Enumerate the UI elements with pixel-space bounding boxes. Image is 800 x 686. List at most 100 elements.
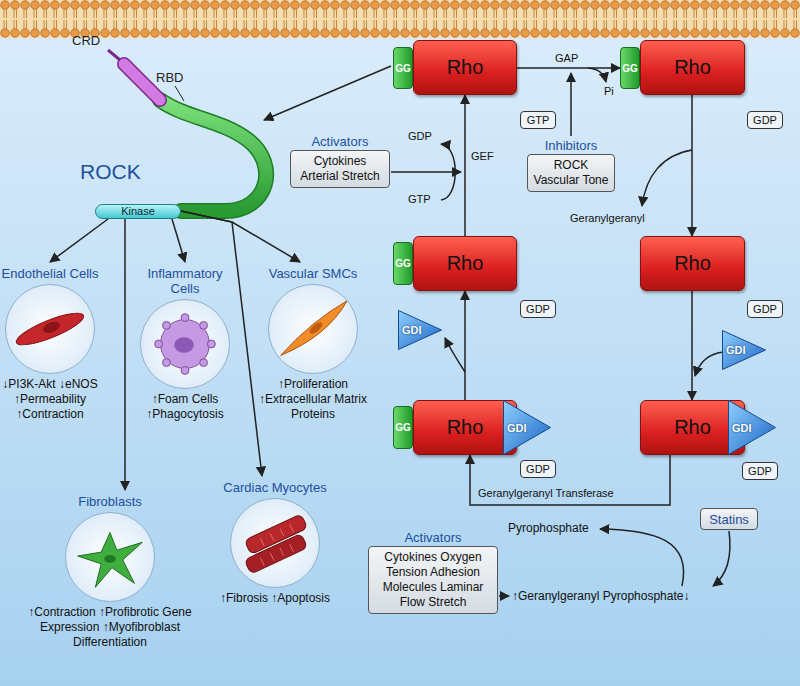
cell-circle [5, 284, 95, 374]
nucleotide-tag: GDP [520, 460, 556, 478]
label-text: GTP [408, 193, 431, 205]
cell-circle [65, 512, 155, 602]
cell-illustration [269, 285, 357, 373]
cell-effects: ↑Foam Cells ↑Phagocytosis [135, 392, 235, 422]
domain-label: Kinase [121, 206, 155, 217]
rho-protein: Rho [640, 236, 745, 291]
drug-name: Statins [709, 512, 749, 527]
gdi-label: GDI [402, 323, 422, 337]
label-text: Pi [604, 85, 614, 97]
reaction-arrow [464, 95, 466, 236]
protein-name: Rho [674, 252, 711, 275]
factor-group: InhibitorsROCK Vascular Tone [527, 138, 615, 192]
anchor-label: GG [395, 63, 411, 74]
rho-protein: Rho [413, 400, 517, 455]
nucleotide-tag: GDP [520, 300, 556, 318]
label-text: RBD [156, 70, 183, 85]
geranylgeranyl-anchor: GG [393, 242, 413, 285]
cell-effects: ↑Proliferation ↑Extracellular Matrix Pro… [258, 377, 368, 422]
gdi-triangle: GDI [503, 400, 551, 455]
label-text: CRD [72, 33, 100, 48]
cell-effects: ↑Contraction ↑Profibrotic Gene Expressio… [10, 605, 210, 650]
nucleotide-tag: GTP [520, 111, 556, 129]
cell-circle [268, 284, 358, 374]
group-heading: Inhibitors [527, 138, 615, 154]
rho-protein: Rho [413, 236, 517, 291]
edge-label: Geranylgeranyl Transferase [478, 487, 614, 499]
nucleotide-tag: GDP [747, 300, 783, 318]
reaction-arrow [470, 455, 670, 505]
cell-illustration [6, 285, 94, 373]
gdi-label: GDI [726, 343, 746, 357]
cell-heading: Cardiac Myocytes [215, 480, 335, 495]
reaction-arrow [50, 219, 108, 262]
label-text: GDP [408, 130, 432, 142]
anchor-label: GG [395, 258, 411, 269]
nucleotide-label: GTP [527, 114, 550, 126]
factor-group: ActivatorsCytokines Arterial Stretch [290, 134, 390, 188]
cell-heading: Vascular SMCs [258, 266, 368, 281]
protein-name: Rho [674, 416, 711, 439]
geranylgeranyl-anchor: GG [620, 47, 640, 89]
reaction-arrow [691, 291, 693, 400]
gdi-label: GDI [732, 421, 752, 435]
nucleotide-tag: GDP [742, 462, 778, 480]
cell-type: Fibroblasts ↑Contraction ↑Profibrotic Gen… [10, 490, 210, 650]
rho-protein: Rho [640, 40, 745, 95]
reaction-arrow [464, 291, 466, 400]
group-heading: Activators [290, 134, 390, 150]
cell-illustration [141, 300, 229, 388]
anchor-label: GG [622, 63, 638, 74]
edge-label: GAP [555, 52, 578, 64]
cell-effects: ↑Fibrosis ↑Apoptosis [215, 591, 335, 606]
label-text: Pyrophosphate [508, 521, 589, 535]
edge-label: GEF [471, 150, 494, 162]
nucleotide-label: GDP [748, 465, 772, 477]
reaction-arrow [181, 211, 300, 262]
cell-heading: Inflammatory Cells [135, 266, 235, 296]
factor-box: Cytokines Arterial Stretch [290, 150, 390, 188]
nucleotide-label: GDP [753, 303, 777, 315]
nucleotide-tag: GDP [747, 111, 783, 129]
reaction-arrow [124, 219, 126, 490]
geranylgeranyl-anchor: GG [393, 47, 413, 89]
cell-membrane [0, 0, 800, 38]
factor-box: Cytokines Oxygen Tension Adhesion Molecu… [368, 546, 498, 614]
label-text: ROCK [80, 160, 141, 184]
cell-circle [230, 498, 320, 588]
leader-lines [175, 66, 730, 596]
factor-list: ROCK Vascular Tone [532, 158, 610, 188]
nucleotide-label: GDP [753, 114, 777, 126]
cell-type: Vascular SMCs ↑Proliferation ↑Extracellul… [258, 262, 368, 422]
nucleotide-label: GDP [526, 303, 550, 315]
gdi-triangle: GDI [398, 310, 442, 350]
label-text: Geranylgeranyl [570, 212, 645, 224]
nucleotide-label: GDP [526, 463, 550, 475]
cell-heading: Fibroblasts [10, 494, 210, 509]
protein-name: Rho [447, 56, 484, 79]
cell-effects: ↓PI3K-Akt ↓eNOS ↑Permeability ↑Contracti… [0, 377, 100, 422]
drug-box: Statins [700, 508, 758, 530]
rock-molecule [108, 50, 266, 211]
cell-type: Cardiac Myocytes ↑Fibrosis ↑Apoptosis [215, 476, 335, 606]
reaction-arrow [172, 219, 185, 262]
factor-list: Cytokines Oxygen Tension Adhesion Molecu… [373, 550, 493, 610]
cell-heading: Endothelial Cells [0, 266, 100, 281]
cell-illustration [66, 513, 154, 601]
gdi-label: GDI [507, 421, 527, 435]
cell-illustration [231, 499, 319, 587]
factor-group: ActivatorsCytokines Oxygen Tension Adhes… [368, 530, 498, 614]
protein-name: Rho [674, 56, 711, 79]
reaction-arrow [517, 67, 620, 69]
reaction-arrow [691, 95, 693, 236]
factor-list: Cytokines Arterial Stretch [295, 154, 385, 184]
kinase-domain: Kinase [95, 204, 181, 219]
group-heading: Activators [368, 530, 498, 546]
geranylgeranyl-anchor: GG [393, 406, 413, 449]
anchor-label: GG [395, 422, 411, 433]
label-text: ↑Geranylgeranyl Pyrophosphate↓ [512, 589, 689, 603]
protein-name: Rho [447, 252, 484, 275]
gdi-triangle: GDI [722, 330, 766, 370]
factor-box: ROCK Vascular Tone [527, 154, 615, 192]
